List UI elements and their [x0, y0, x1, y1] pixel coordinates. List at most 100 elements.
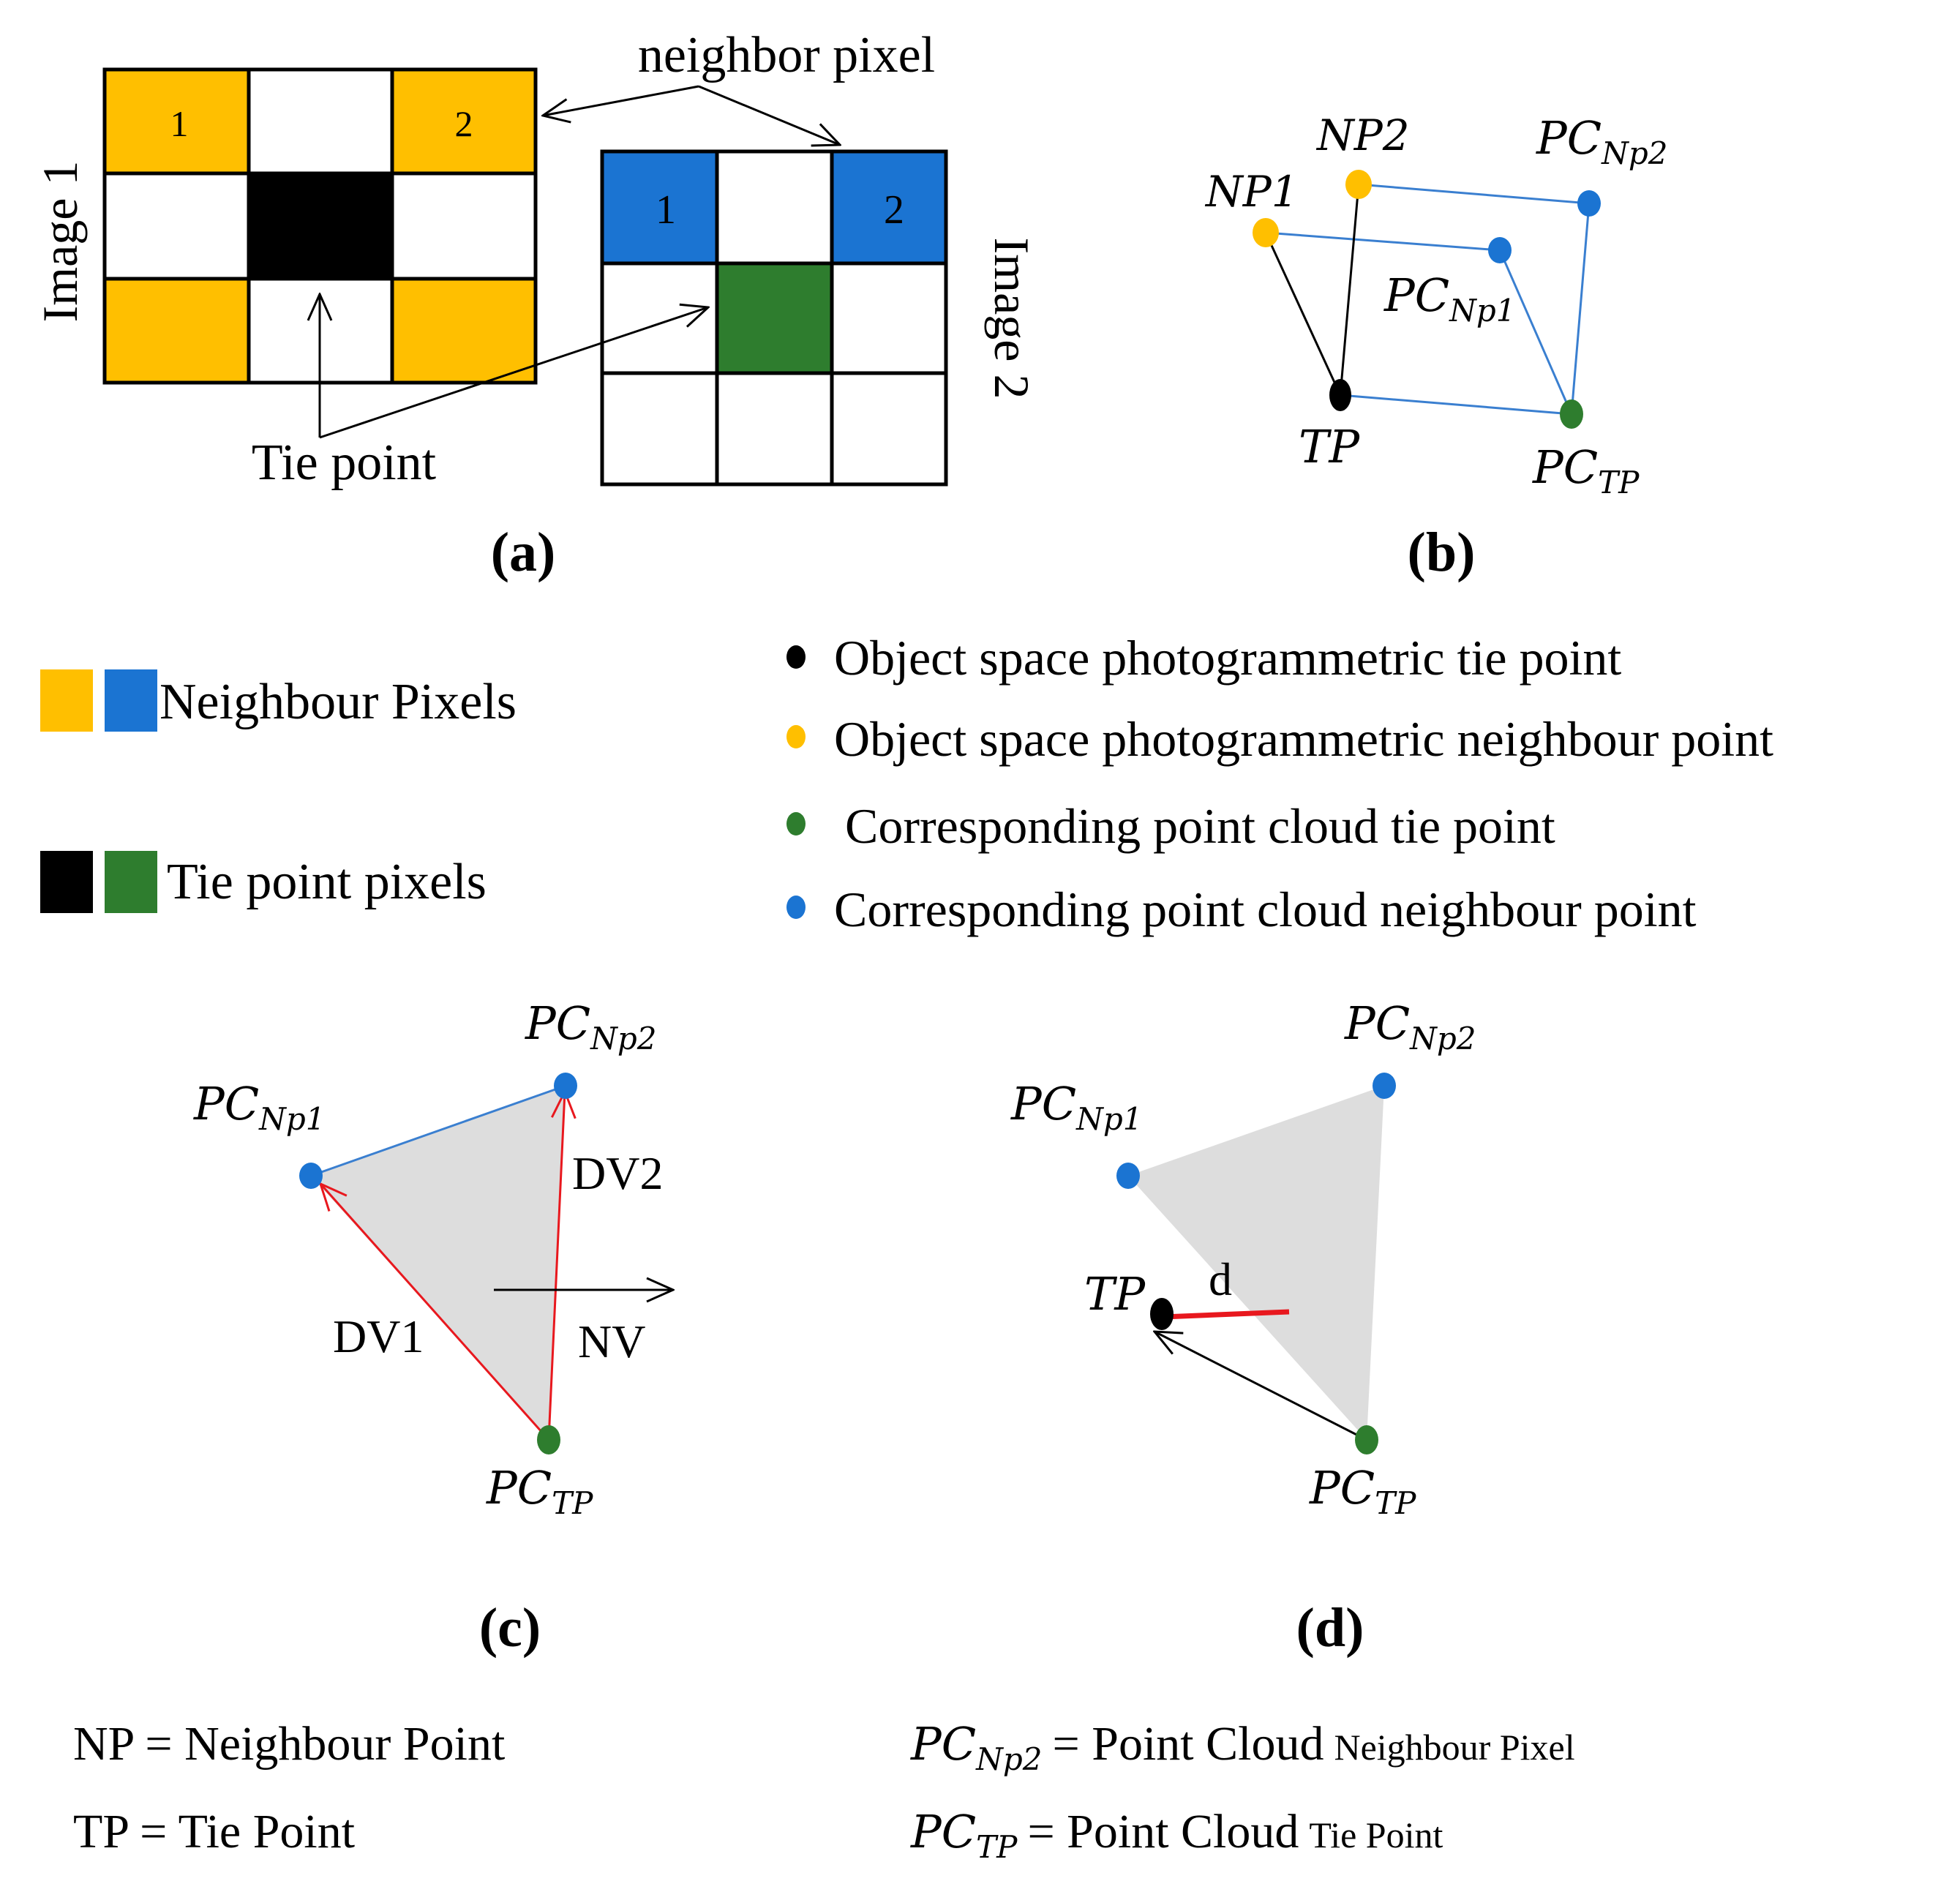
np1-label: NP1 [1204, 167, 1299, 217]
legend-swatch-blue [105, 669, 157, 732]
neighbor-arrow-image1 [543, 85, 699, 116]
np2-point [1345, 170, 1372, 199]
edge-pcnp1-pctp [1498, 249, 1573, 415]
image2-cell-mr [832, 263, 946, 373]
image1-cell-mr [392, 173, 536, 279]
edge-np1-pcnp1 [1265, 231, 1501, 252]
pc-np1-label-c: PCNp1 [193, 1077, 326, 1137]
edge-pcnp2-pctp [1570, 203, 1591, 415]
pc-np1-point-c [299, 1163, 323, 1189]
image1-cell-tl [105, 70, 249, 173]
pc-tp-point-d [1355, 1425, 1378, 1454]
tie-point-label: Tie point [252, 435, 437, 491]
pc-np1-label: PCNp1 [1383, 269, 1516, 329]
definitions: NP = Neighbour Point TP = Tie Point PCNp… [73, 1717, 1575, 1865]
image1-cell-br [392, 279, 536, 383]
dv2-arrow [547, 1092, 565, 1441]
image1-cell-ml [105, 173, 249, 279]
pc-np1-point [1488, 237, 1512, 263]
distance-label-d: d [1209, 1253, 1232, 1305]
panel-b-label: (b) [1408, 522, 1476, 583]
image1-cell-center [249, 173, 392, 279]
dv2-label: DV2 [572, 1147, 663, 1199]
legend-item-neighbour-point: Object space photogrammetric neighbour p… [834, 711, 1773, 767]
distance-line-d [1163, 1309, 1290, 1320]
pc-np1-point-d [1116, 1163, 1140, 1189]
edge-np2-tp [1339, 184, 1360, 396]
edge-np1-tp [1264, 232, 1342, 396]
tie-arrow-image2 [319, 307, 708, 439]
tp-label: TP [1299, 420, 1360, 473]
image1-cell-2-label: 2 [455, 103, 473, 144]
legend-dot-green [786, 812, 806, 836]
legend-swatch-green [105, 851, 157, 913]
panel-b: NP1 NP2 PCNp2 PCNp1 TP PCTP (b) [1204, 110, 1668, 583]
image1-cell-1-label: 1 [170, 103, 189, 144]
pc-tp-point-c [537, 1425, 560, 1454]
tp-point-d [1150, 1298, 1174, 1330]
nv-label: NV [578, 1315, 645, 1367]
triangle-d [1128, 1086, 1384, 1440]
pc-tp-label-c: PCTP [486, 1461, 593, 1521]
definition-tp: TP = Tie Point [73, 1805, 355, 1858]
definition-np: NP = Neighbour Point [73, 1717, 505, 1771]
pc-np1-label-d: PCNp1 [1010, 1077, 1143, 1137]
pc-np2-label-c: PCNp2 [525, 996, 657, 1056]
pc-np2-label-d: PCNp2 [1344, 996, 1476, 1056]
image2-cell-1-label: 1 [656, 187, 676, 233]
legend-swatch-black [40, 851, 93, 913]
legend-item-cloud-tie-point: Corresponding point cloud tie point [845, 798, 1555, 854]
image1-cell-tm [249, 70, 392, 173]
neighbor-pixel-label: neighbor pixel [638, 27, 935, 83]
image1-cell-tr [392, 70, 536, 173]
image2-cell-center [717, 263, 832, 373]
panel-a: 1 2 Image 1 1 2 Image 2 neighbor pixel [32, 27, 1040, 583]
legend-dot-black [786, 645, 806, 669]
legend-tie-point-pixels: Tie point pixels [167, 854, 487, 910]
legend-swatch-yellow [40, 669, 93, 732]
legend-item-tie-point: Object space photogrammetric tie point [834, 630, 1621, 686]
pc-np2-point-c [554, 1073, 577, 1099]
image1-label: Image 1 [32, 161, 88, 323]
legend-right: Object space photogrammetric tie point O… [786, 630, 1773, 937]
image2-cell-tm [717, 151, 832, 263]
image1-cell-bl [105, 279, 249, 383]
panel-c: PCNp2 PCNp1 PCTP DV2 DV1 NV (c) [193, 996, 673, 1659]
image2-cell-2-label: 2 [884, 187, 904, 233]
tp-arrow-d [1154, 1332, 1367, 1441]
neighbor-arrow-image2 [698, 85, 840, 145]
panel-d: PCNp2 PCNp1 PCTP TP d (d) [1010, 996, 1476, 1659]
edge-np2-pcnp2 [1358, 183, 1590, 205]
image2-grid: 1 2 [600, 149, 948, 487]
edge-tp-pctp [1340, 394, 1572, 416]
np2-label: NP2 [1315, 110, 1410, 160]
legend-dot-blue [786, 896, 806, 919]
pc-tp-label: PCTP [1532, 440, 1640, 500]
pc-np2-point-d [1373, 1073, 1396, 1099]
legend-dot-yellow [786, 725, 806, 748]
tp-point [1329, 379, 1351, 411]
triangle-c [311, 1086, 566, 1440]
image2-cell-tl [602, 151, 717, 263]
image2-label: Image 2 [984, 238, 1040, 399]
dv1-arrow [320, 1184, 550, 1441]
image2-cell-tr [832, 151, 946, 263]
pc-np2-point [1577, 190, 1601, 217]
tp-label-d: TP [1084, 1267, 1146, 1321]
legend-neighbour-pixels: Neighbour Pixels [159, 674, 517, 730]
panel-d-label: (d) [1296, 1597, 1364, 1659]
pc-tp-point [1560, 399, 1583, 429]
panel-c-label: (c) [479, 1597, 541, 1659]
edge-pcnp1-pcnp2-c [310, 1084, 566, 1177]
pc-np2-label: PCNp2 [1536, 111, 1668, 171]
panel-a-label: (a) [491, 522, 556, 583]
np1-point [1253, 218, 1279, 247]
legend-left: Neighbour Pixels Tie point pixels [40, 669, 517, 913]
legend-item-cloud-neighbour-point: Corresponding point cloud neighbour poin… [834, 882, 1697, 937]
image2-cell-ml [602, 263, 717, 373]
pc-tp-label-d: PCTP [1309, 1461, 1416, 1521]
dv1-label: DV1 [333, 1310, 424, 1362]
